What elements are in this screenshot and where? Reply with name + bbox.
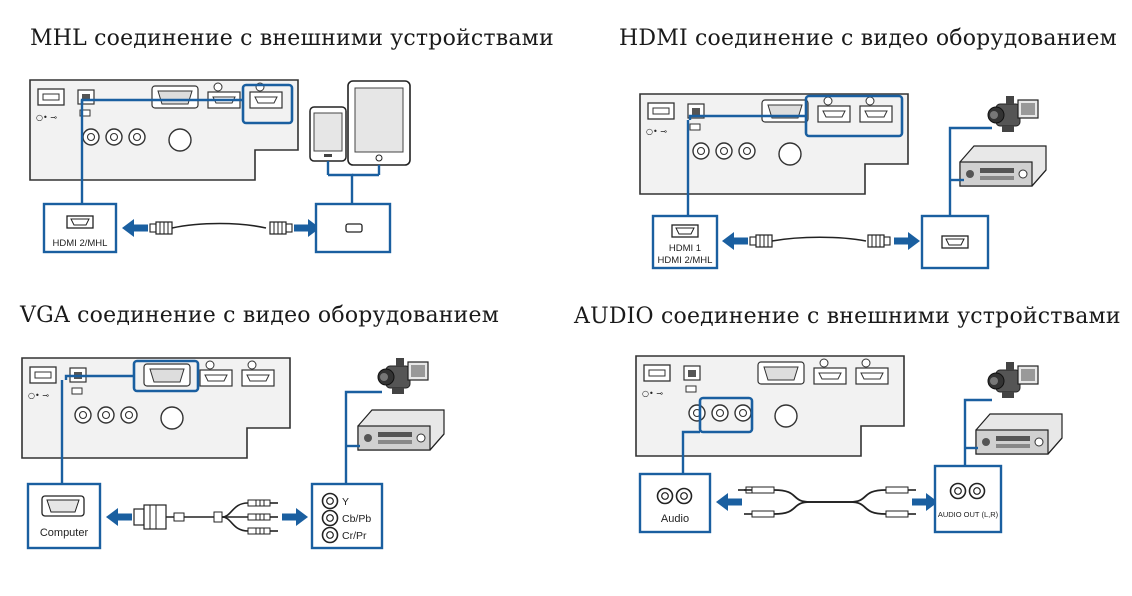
camcorder-icon xyxy=(987,361,1039,399)
hdmi-diagram: HDMI 1 HDMI 2/MHL xyxy=(639,93,1047,270)
arrow-left-icon xyxy=(106,508,132,526)
arrow-right-icon xyxy=(894,232,920,250)
port-highlight xyxy=(241,83,294,125)
hdmi-port-label-1: HDMI 1 xyxy=(669,243,701,254)
hdmi-socket-icon xyxy=(941,235,969,249)
vga-connector-icon xyxy=(41,495,85,517)
hdmi-port-label-2: HDMI 2/MHL xyxy=(658,255,713,266)
audio-in-port-box xyxy=(638,472,712,534)
rca-jack-icon xyxy=(656,487,674,505)
hdmi-socket-icon xyxy=(66,215,94,229)
hdmi-plug-icon xyxy=(867,234,891,248)
device-port-box xyxy=(920,214,990,270)
mhl-diagram: HDMI 2/MHL xyxy=(29,79,411,254)
title-audio: AUDIO соединение с внешними устройствами xyxy=(574,304,1121,329)
label-cr: Cr/Pr xyxy=(342,530,367,542)
arrow-left-icon xyxy=(722,232,748,250)
projector-panel-icon xyxy=(29,79,299,181)
camcorder-icon xyxy=(987,95,1039,133)
mhl-port-label: HDMI 2/MHL xyxy=(53,238,108,249)
arrow-left-icon xyxy=(122,219,148,237)
rca-jack-icon xyxy=(321,526,339,544)
audio-in-label: Audio xyxy=(661,513,689,525)
title-hdmi: HDMI соединение с видео оборудованием xyxy=(619,26,1117,51)
rca-plug-icon xyxy=(885,486,916,518)
video-player-icon xyxy=(959,145,1047,187)
label-y: Y xyxy=(342,496,349,508)
micro-usb-plug-icon xyxy=(269,221,293,235)
vga-plug-icon xyxy=(133,504,167,530)
label-cb: Cb/Pb xyxy=(342,513,371,525)
rca-jack-icon xyxy=(321,492,339,510)
rca-jack-icon xyxy=(968,482,986,500)
rca-plug-icon xyxy=(247,527,279,535)
projector-panel-icon xyxy=(639,93,909,195)
camcorder-icon xyxy=(377,357,429,395)
audio-diagram: Audio AUDIO OUT (L,R) xyxy=(635,355,1063,534)
hdmi-plug-icon xyxy=(149,221,173,235)
vga-diagram: Computer Y Cb/Pb Cr/Pr xyxy=(21,357,445,550)
rca-plug-icon xyxy=(247,499,279,507)
smartphone-icon xyxy=(309,106,347,162)
video-player-icon xyxy=(975,413,1063,455)
projector-panel-icon xyxy=(635,355,905,457)
rca-jack-icon xyxy=(949,482,967,500)
tablet-icon xyxy=(347,80,411,166)
hdmi-plug-icon xyxy=(749,234,773,248)
rca-jack-icon xyxy=(321,509,339,527)
rca-plug-icon xyxy=(247,513,279,521)
hdmi-socket-icon xyxy=(671,224,699,238)
video-player-icon xyxy=(357,409,445,451)
title-mhl: MHL соединение с внешними устройствами xyxy=(30,26,554,51)
title-vga: VGA соединение с видео оборудованием xyxy=(20,303,500,328)
vga-port-label: Computer xyxy=(40,527,89,539)
arrow-left-icon xyxy=(716,493,742,511)
audio-out-port-box xyxy=(933,464,1003,534)
arrow-right-icon xyxy=(282,508,308,526)
audio-out-label: AUDIO OUT (L,R) xyxy=(938,510,999,519)
rca-jack-icon xyxy=(675,487,693,505)
